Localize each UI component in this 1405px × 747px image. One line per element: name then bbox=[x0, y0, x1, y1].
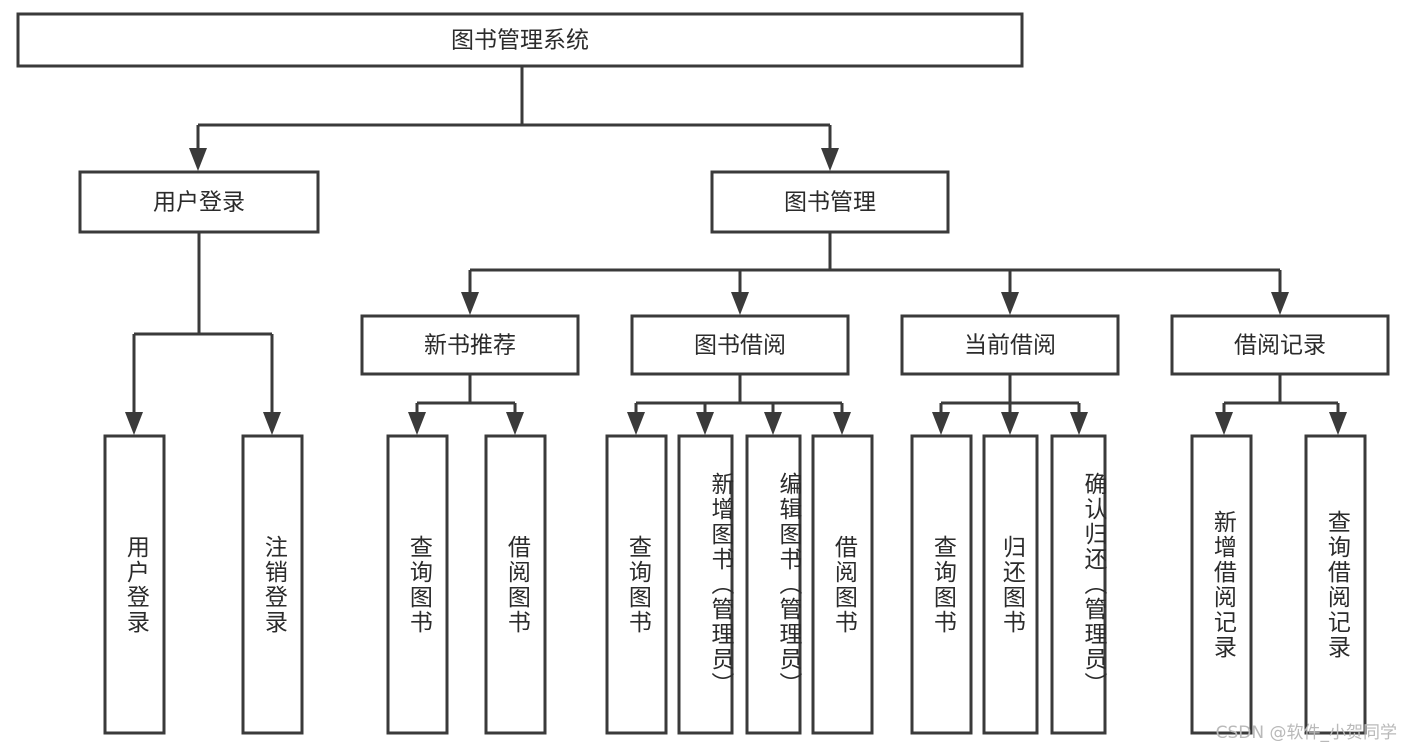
node-leaf-ul-0[interactable] bbox=[103, 434, 166, 735]
node-new-book-recommend-label: 新书推荐 bbox=[424, 333, 516, 359]
node-book-manage-label: 图书管理 bbox=[784, 190, 876, 216]
node-new-book-recommend[interactable] bbox=[360, 314, 580, 376]
node-current-borrow-label: 当前借阅 bbox=[964, 333, 1056, 359]
connector-group-current-borrow bbox=[932, 374, 1088, 435]
node-current-borrow[interactable] bbox=[900, 314, 1120, 376]
node-leaf-br-1[interactable] bbox=[1304, 434, 1367, 735]
node-leaf-bb-3[interactable] bbox=[811, 434, 874, 735]
connector-group-book-borrow bbox=[627, 374, 851, 435]
node-borrow-record[interactable] bbox=[1170, 314, 1390, 376]
arrow-head-br-1 bbox=[1329, 412, 1347, 435]
node-leaf-nb-1[interactable] bbox=[484, 434, 547, 735]
node-leaf-bb-2[interactable] bbox=[745, 434, 802, 735]
arrow-head-book-manage bbox=[821, 148, 839, 171]
node-leaf-cb-1[interactable] bbox=[982, 434, 1039, 735]
arrow-head-cb-1 bbox=[1001, 412, 1019, 435]
arrow-head-bm-0 bbox=[461, 292, 479, 315]
arrow-head-bb-2 bbox=[764, 412, 782, 435]
arrow-head-user-login bbox=[189, 148, 207, 171]
node-root-label: 图书管理系统 bbox=[451, 28, 589, 54]
connector-group-new-book bbox=[408, 374, 524, 435]
node-leaf-cb-2[interactable] bbox=[1050, 434, 1107, 735]
arrow-head-br-0 bbox=[1215, 412, 1233, 435]
node-user-login[interactable] bbox=[78, 170, 320, 234]
node-book-manage[interactable] bbox=[710, 170, 950, 234]
arrow-head-bb-1 bbox=[696, 412, 714, 435]
connector-group-borrow-record bbox=[1215, 374, 1347, 435]
node-leaf-nb-0[interactable] bbox=[386, 434, 449, 735]
node-leaf-ul-1[interactable] bbox=[241, 434, 304, 735]
arrow-head-bm-2 bbox=[1001, 292, 1019, 315]
arrow-head-nb-0 bbox=[408, 412, 426, 435]
node-root[interactable] bbox=[16, 12, 1024, 68]
node-leaf-cb-0[interactable] bbox=[910, 434, 973, 735]
node-user-login-label: 用户登录 bbox=[153, 190, 245, 216]
node-borrow-record-label: 借阅记录 bbox=[1234, 333, 1326, 359]
watermark-label: CSDN @软件_小贺同学 bbox=[1215, 723, 1397, 743]
arrow-head-cb-2 bbox=[1070, 412, 1088, 435]
node-book-borrow-label: 图书借阅 bbox=[694, 333, 786, 359]
connector-group-book-manage bbox=[461, 232, 1289, 315]
connector-group-root bbox=[189, 66, 839, 171]
arrow-head-bb-0 bbox=[627, 412, 645, 435]
arrow-head-ul-1 bbox=[263, 412, 281, 435]
node-leaf-br-0[interactable] bbox=[1190, 434, 1253, 735]
node-leaf-bb-0[interactable] bbox=[605, 434, 668, 735]
arrow-head-bm-3 bbox=[1271, 292, 1289, 315]
arrow-head-bm-1 bbox=[731, 292, 749, 315]
arrow-head-nb-1 bbox=[506, 412, 524, 435]
arrow-head-bb-3 bbox=[833, 412, 851, 435]
node-book-borrow[interactable] bbox=[630, 314, 850, 376]
node-leaf-bb-1[interactable] bbox=[677, 434, 734, 735]
arrow-head-cb-0 bbox=[932, 412, 950, 435]
connector-group-user-login bbox=[125, 232, 281, 435]
arrow-head-ul-0 bbox=[125, 412, 143, 435]
